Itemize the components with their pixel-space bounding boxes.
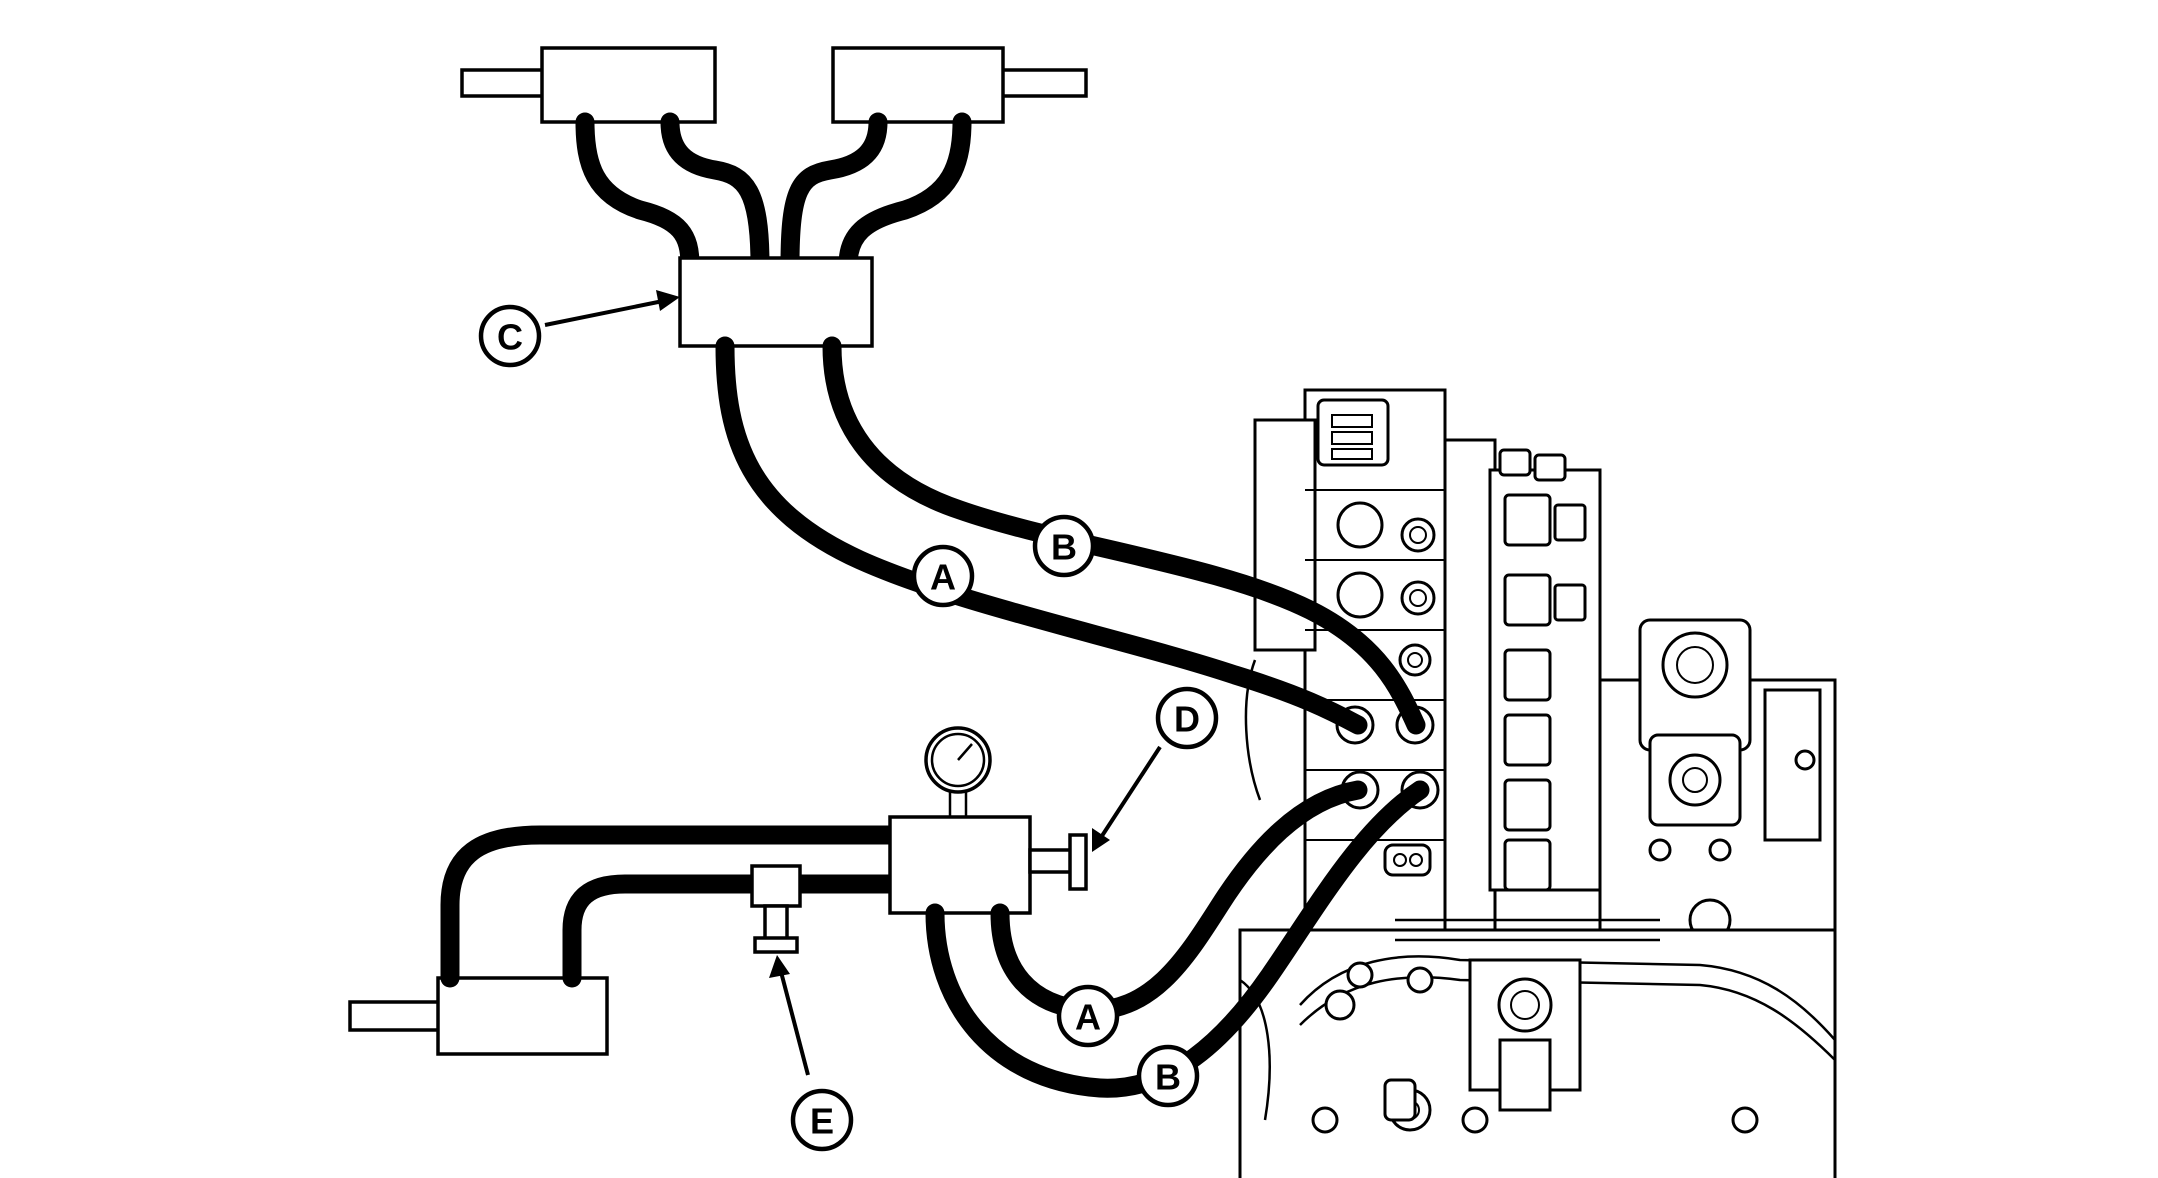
component-e-handle xyxy=(753,936,799,954)
callout-d: D xyxy=(1155,686,1219,750)
upper-left-pipe xyxy=(460,68,546,98)
upper-hose-4 xyxy=(838,112,972,275)
tester-body xyxy=(888,815,1032,915)
callout-a-lower: A xyxy=(1056,984,1120,1048)
component-e-body xyxy=(750,864,802,908)
svg-text:A: A xyxy=(930,557,956,598)
upper-left-block xyxy=(540,46,717,124)
engine-housing xyxy=(1238,618,1837,1178)
upper-right-pipe xyxy=(998,68,1088,98)
component-d-stem xyxy=(1028,848,1074,874)
svg-text:D: D xyxy=(1174,699,1200,740)
callout-b-upper: B xyxy=(1032,514,1096,578)
upper-right-block xyxy=(831,46,1005,124)
component-c-box xyxy=(678,256,874,348)
svg-text:A: A xyxy=(1075,997,1101,1038)
callout-b-lower: B xyxy=(1136,1044,1200,1108)
component-d-knob xyxy=(1068,833,1088,891)
svg-text:B: B xyxy=(1155,1057,1181,1098)
upper-hose-1 xyxy=(575,112,700,275)
svg-text:E: E xyxy=(810,1101,834,1142)
upper-hose-2 xyxy=(660,112,770,275)
callout-e: E xyxy=(790,1088,854,1152)
callout-a-upper: A xyxy=(911,544,975,608)
lower-block xyxy=(436,976,609,1056)
svg-text:C: C xyxy=(497,317,523,358)
leader-lines xyxy=(544,290,1162,1076)
lower-hose-inner xyxy=(562,874,905,988)
svg-text:B: B xyxy=(1051,527,1077,568)
upper-flow-meter-assembly xyxy=(460,46,1426,735)
hose-a-lower xyxy=(990,780,1368,1020)
lower-left-pipe xyxy=(348,1000,444,1032)
component-e-stem xyxy=(763,904,789,942)
upper-hose-3 xyxy=(780,112,888,275)
lower-hose-outer xyxy=(440,825,905,988)
hose-a-upper xyxy=(715,336,1368,735)
callout-c: C xyxy=(478,304,542,368)
hose-b-upper xyxy=(822,336,1426,735)
